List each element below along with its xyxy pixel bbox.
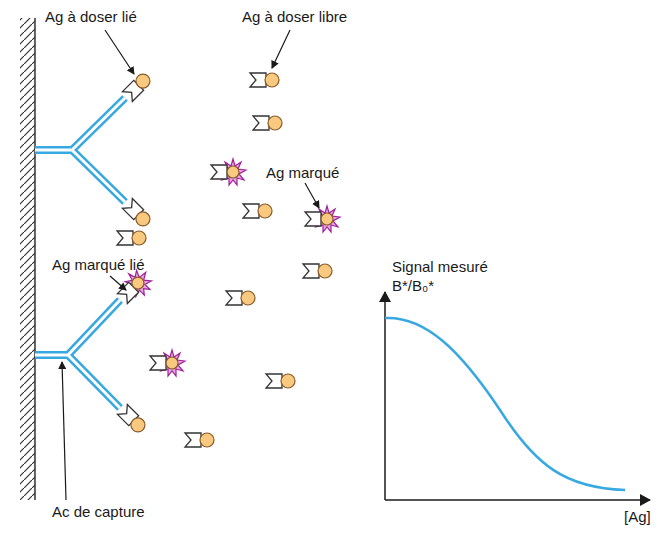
- axis-label: [Ag]: [624, 508, 651, 526]
- capture-antibody: [35, 98, 125, 202]
- axis-title: Signal mesuré: [392, 258, 488, 276]
- antigen-label: Ag à doser libre: [242, 8, 347, 26]
- capture-antibody: [35, 300, 120, 408]
- antigen-label: Ag marqué lié: [52, 256, 145, 274]
- antibody-label: Ac de capture: [52, 503, 145, 521]
- antigen-label: Ag marqué: [266, 164, 339, 182]
- antigen-label: Ag à doser lié: [45, 8, 137, 26]
- axis-title: B*/B₀*: [392, 277, 434, 295]
- solid-phase: [20, 18, 35, 500]
- dose-response-graph: [385, 292, 650, 500]
